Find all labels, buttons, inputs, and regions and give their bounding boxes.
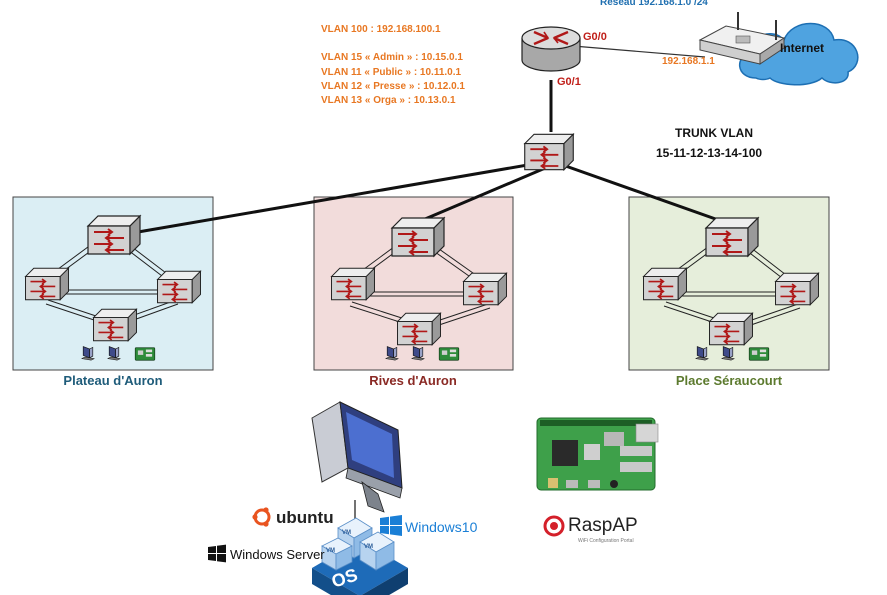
pc-icon — [385, 346, 399, 361]
switch-plateau-bottom — [92, 308, 138, 342]
ubuntu-logo-icon — [252, 507, 271, 527]
windows10-logo-icon — [380, 515, 402, 536]
switch-plateau-right — [156, 270, 202, 304]
switch-place-bottom — [708, 312, 754, 346]
switch-plateau-top — [87, 215, 141, 255]
pc-icon — [107, 346, 121, 361]
raspberry-pi-icon — [438, 347, 460, 361]
zone-label-place: Place Séraucourt — [676, 373, 783, 388]
router-port-lan: G0/1 — [557, 76, 581, 88]
core-switch — [523, 133, 575, 171]
vm-tag: VM — [342, 530, 351, 536]
windows-server-logo-icon — [208, 544, 226, 563]
vm-platform-icon — [312, 517, 408, 595]
zone-label-plateau: Plateau d'Auron — [63, 373, 162, 388]
zone-label-rives: Rives d'Auron — [369, 373, 457, 388]
router-port-wan: G0/0 — [583, 31, 607, 43]
ubuntu-label: ubuntu — [276, 508, 334, 527]
wifi-gateway-icon — [698, 12, 786, 65]
switch-place-left — [642, 267, 688, 301]
raspap-tagline: WiFi Configuration Portal — [578, 538, 634, 544]
switch-rives-right — [462, 272, 508, 306]
switch-place-top — [705, 217, 759, 257]
trunk-ids: 15-11-12-13-14-100 — [656, 146, 762, 160]
pc-icon — [81, 346, 95, 361]
raspberry-pi-icon — [134, 347, 156, 361]
vlan-item: VLAN 11 « Public » : 10.11.0.1 — [321, 67, 462, 78]
raspap-logo-icon — [543, 515, 565, 537]
gateway-ip: 192.168.1.1 — [662, 56, 715, 67]
network-label: Réseau 192.168.1.0 /24 — [600, 0, 708, 8]
router-icon — [521, 26, 581, 72]
internet-label: Internet — [780, 41, 824, 55]
switch-place-right — [774, 272, 820, 306]
raspberry-pi-icon — [748, 347, 770, 361]
vlan-item: VLAN 13 « Orga » : 10.13.0.1 — [321, 95, 456, 106]
pc-icon — [721, 346, 735, 361]
trunk-title: TRUNK VLAN — [675, 126, 753, 140]
raspberry-pi-board-icon — [536, 417, 659, 491]
uplink-cables — [137, 80, 725, 234]
vlan-item: VLAN 12 « Presse » : 10.12.0.1 — [321, 81, 465, 92]
switch-plateau-left — [24, 267, 70, 301]
pc-icon — [411, 346, 425, 361]
host-computer-icon — [311, 401, 403, 520]
switch-rives-bottom — [396, 312, 442, 346]
windows10-label: Windows10 — [405, 519, 478, 535]
switch-rives-left — [330, 267, 376, 301]
windows-server-label: Windows Server — [230, 547, 325, 562]
raspap-label: RaspAP — [568, 515, 638, 536]
vm-tag: VM — [326, 548, 335, 554]
vlan-item: VLAN 15 « Admin » : 10.15.0.1 — [321, 52, 463, 63]
pc-icon — [695, 346, 709, 361]
wan-cable — [572, 45, 706, 58]
switch-rives-top — [391, 217, 445, 257]
vlan-mgmt: VLAN 100 : 192.168.100.1 — [321, 24, 441, 35]
vm-tag: VM — [364, 544, 373, 550]
